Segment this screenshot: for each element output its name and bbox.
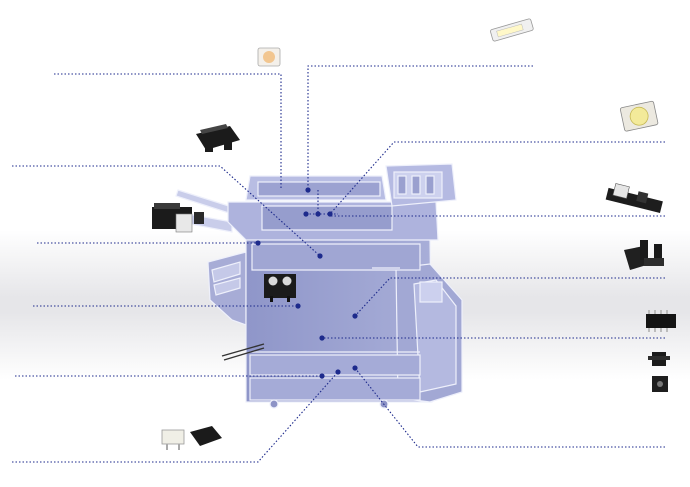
- transmissive-sensor-icon: [624, 240, 664, 270]
- dot-photocoupler: [335, 369, 341, 375]
- leader-transmissive: [354, 277, 665, 317]
- leader-power-led: [329, 141, 665, 215]
- dot-smd-ic: [319, 335, 325, 341]
- leader-led-strip: [307, 65, 533, 190]
- power-led-icon: [619, 100, 659, 132]
- relay-icon: [264, 274, 296, 302]
- dot-wire: [319, 373, 325, 379]
- chip-led-icon: [257, 47, 281, 67]
- document-glass: [257, 181, 381, 197]
- dot-slot-sensor: [352, 365, 358, 371]
- smd-ic-icon: [646, 310, 676, 332]
- printer-machine: [175, 163, 463, 409]
- front-cover: [251, 243, 421, 271]
- finisher-tray-2: [213, 277, 241, 296]
- dot-c: [327, 211, 333, 217]
- dot-connector: [255, 240, 261, 246]
- adf-slot-2: [411, 175, 421, 195]
- dot-chip-led: [305, 187, 311, 193]
- leader-photo-interrupter: [12, 165, 321, 257]
- leader-lines: [12, 65, 665, 463]
- paper-tray-2: [249, 377, 421, 401]
- dot-b: [315, 211, 321, 217]
- led-strip-component-icon: [490, 18, 534, 42]
- caster-left: [269, 399, 279, 409]
- wire-leads-icon: [221, 343, 265, 361]
- dot-photo-interrupter: [317, 253, 323, 259]
- photocoupler-icon: [161, 426, 222, 450]
- reflective-sensor-icon: [648, 352, 670, 392]
- adf-slot-3: [425, 175, 435, 195]
- finisher-tray: [211, 261, 241, 283]
- dot-transmissive: [352, 313, 358, 319]
- adf-slot-1: [397, 175, 407, 195]
- sensor-board-icon: [605, 183, 663, 214]
- leader-photocoupler: [12, 371, 339, 463]
- photo-interrupter-icon: [196, 124, 240, 152]
- connection-dots: [255, 187, 358, 379]
- connector-module-icon: [152, 203, 204, 233]
- paper-tray-1: [249, 354, 421, 376]
- control-panel: [261, 205, 393, 231]
- leader-chip-led: [54, 73, 282, 190]
- dot-a: [303, 211, 309, 217]
- side-slot: [419, 281, 443, 303]
- dot-relay: [295, 303, 301, 309]
